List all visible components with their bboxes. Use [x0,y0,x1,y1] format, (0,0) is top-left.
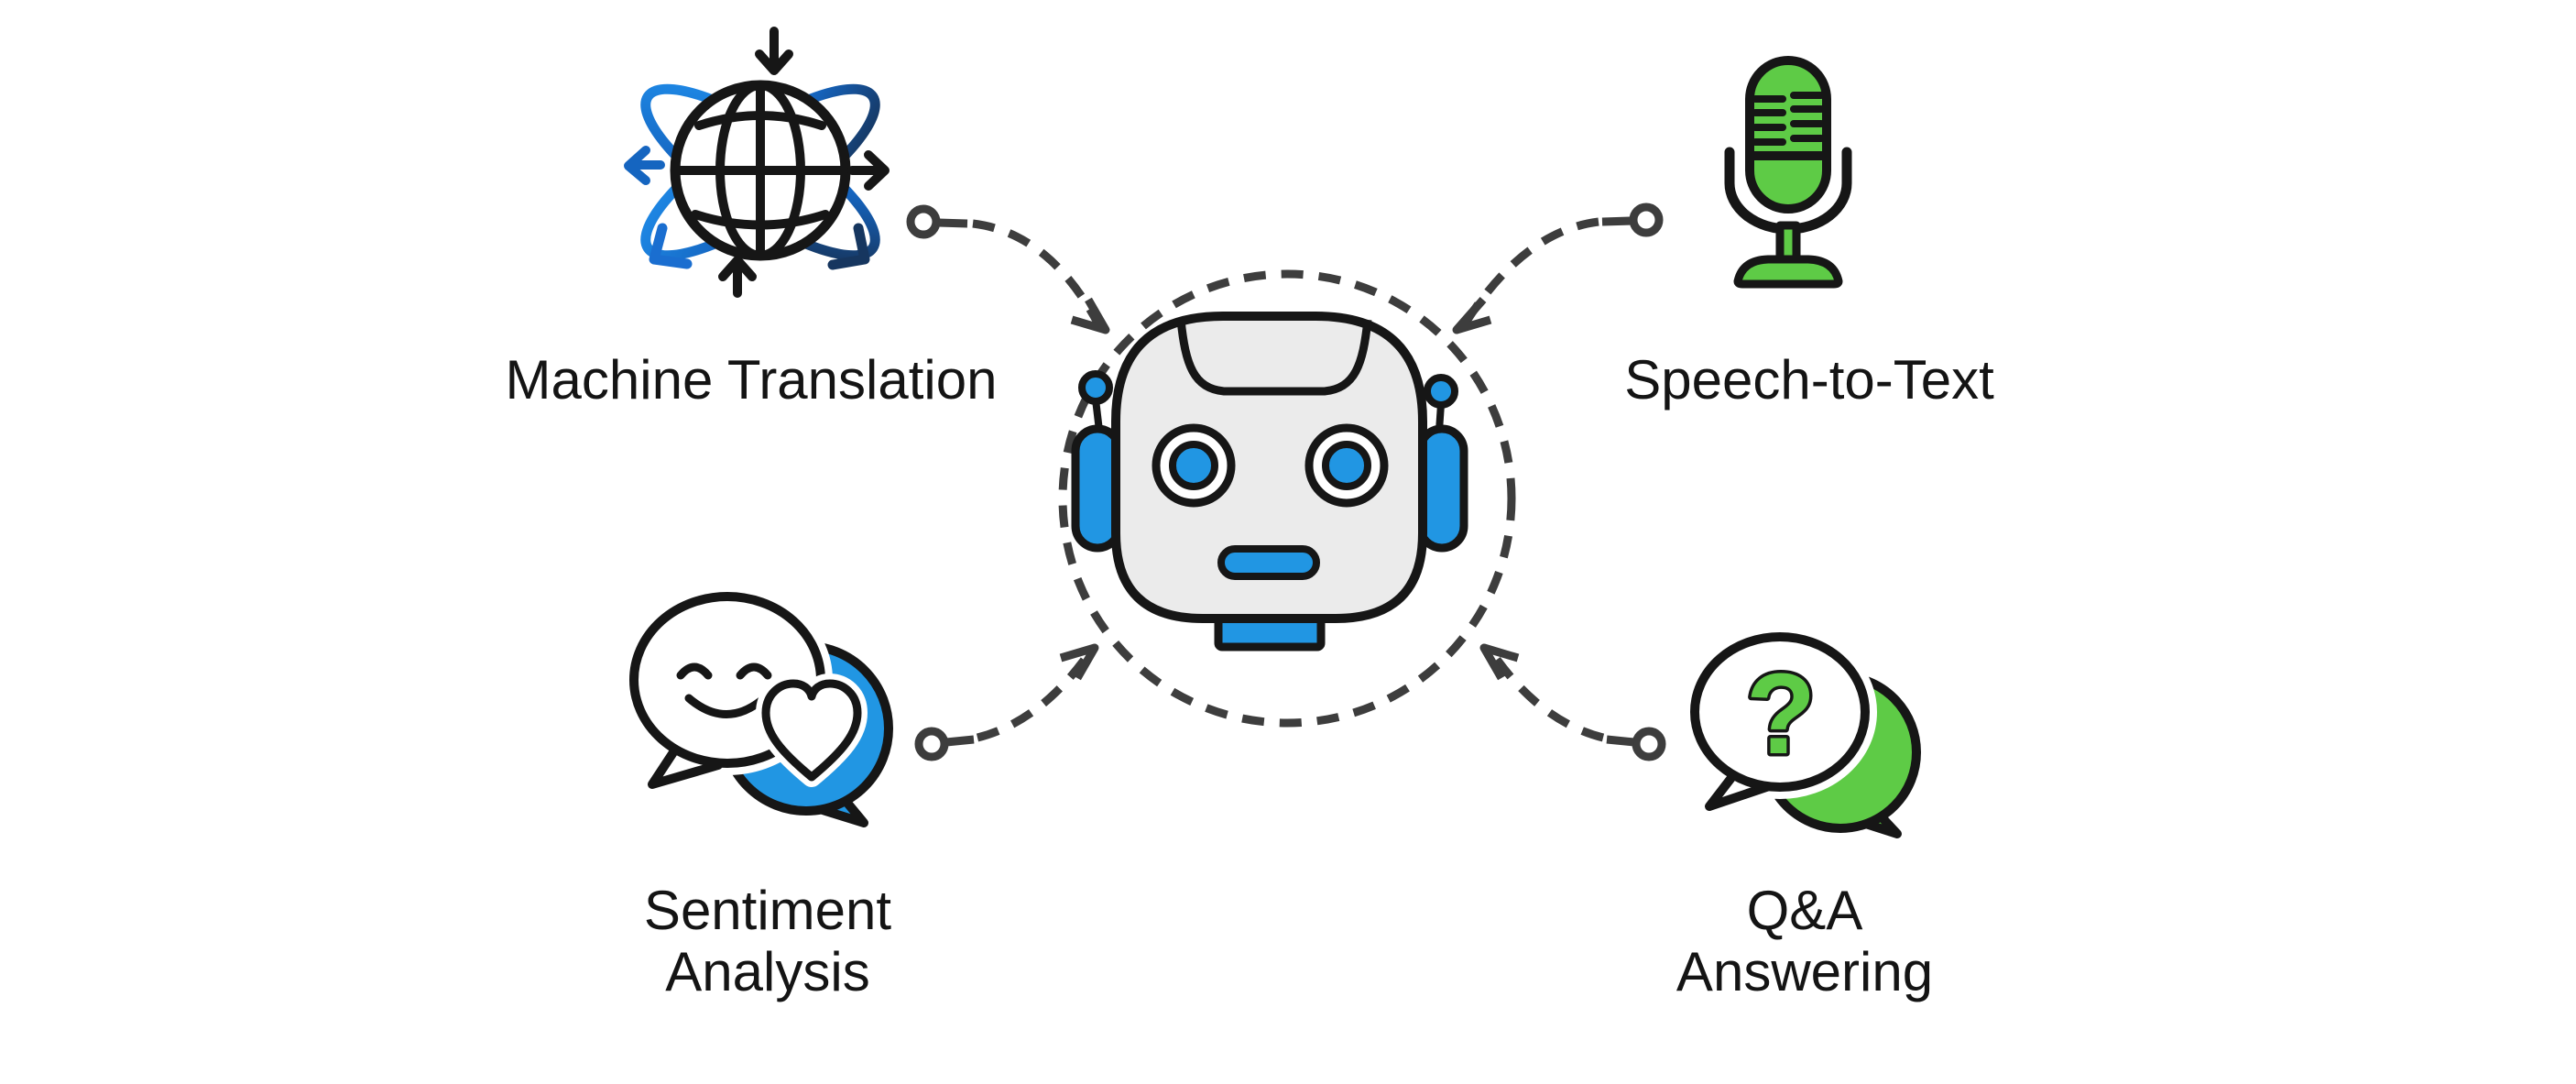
arrow-down-icon [755,27,793,75]
label-speech-to-text: Speech-to-Text [1624,349,1994,411]
smiley-eye-right [736,662,772,680]
mic-stem [1775,221,1801,265]
label-machine-translation: Machine Translation [505,349,998,411]
arrowhead-icon [1059,643,1099,681]
white-chat-bubble [1690,632,1870,792]
globe-parallel-bottom [691,210,830,230]
smiley-smile [684,694,769,718]
globe-orbit-arrows-icon [624,27,890,298]
robot-antenna-ball-left [1078,370,1113,405]
heart-icon [761,679,862,782]
robot-face [1111,312,1427,623]
globe-parallel-top [694,111,826,130]
connector-top-right [1452,203,1664,334]
robot-antenna-ball-right [1424,374,1458,409]
mic-slots-left [1752,95,1786,146]
label-qa-line1: Q&A [1746,880,1863,941]
mic-base [1733,255,1843,289]
robot-head-icon [1058,269,1516,728]
label-sentiment-line1: Sentiment [643,880,892,941]
label-sentiment-line2: Analysis [665,941,870,1002]
label-qa-line2: Answering [1675,941,1934,1002]
connector-node-circle [1632,727,1666,761]
microphone-icon [1724,56,1852,289]
question-mark-glyph: ? [1746,651,1816,778]
arrowhead-icon [1479,643,1520,681]
robot-mouth [1217,545,1320,580]
connector-bottom-left [914,643,1099,761]
dashed-orbit-circle [1058,269,1516,728]
connector-dashed-line [1490,651,1605,742]
arrow-right-icon [847,150,890,191]
connector-dashed-line [976,651,1092,742]
orbit-arrowhead-left [649,223,693,269]
connector-bottom-right [1479,643,1666,761]
smiley-eye-left [676,662,713,680]
robot-eye-left-pupil [1169,441,1218,490]
label-qa-answering: Q&A Answering [1676,880,1933,1002]
connector-node-circle [906,204,941,239]
robot-forehead-panel [1176,319,1372,396]
mic-slots-right [1790,92,1825,142]
connector-dashed-line [1462,217,1599,325]
connector-stub [1606,735,1635,747]
connector-dashed-line [972,219,1101,325]
arrowhead-icon [1070,297,1110,334]
arrowhead-icon [1452,297,1492,334]
connector-stub [1601,216,1632,226]
arrow-left-icon [624,146,665,185]
orbit-arrowhead-right [827,223,870,270]
connector-top-left [906,204,1110,334]
question-mark-chat-bubbles-icon: ? [1683,625,1921,838]
connector-node-circle [1629,203,1664,237]
smiley-heart-chat-bubbles-icon [622,585,893,827]
connector-node-circle [914,727,949,761]
robot-eye-right-pupil [1322,441,1371,490]
connector-stub [937,218,968,228]
label-sentiment-analysis: Sentiment Analysis [644,880,891,1002]
connector-stub [945,735,975,747]
arrow-up-icon [718,256,757,298]
